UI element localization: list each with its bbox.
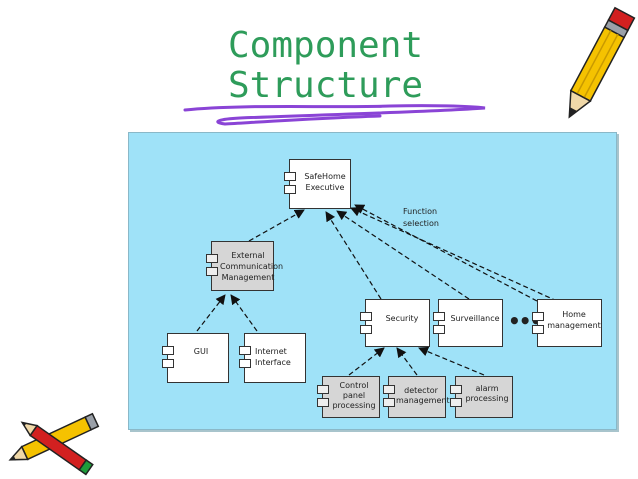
component-port <box>317 398 329 407</box>
component-port <box>383 398 395 407</box>
component-surveillance[interactable]: Surveillance <box>433 299 503 347</box>
component-port <box>284 185 296 194</box>
component-security[interactable]: Security <box>360 299 430 347</box>
component-home-management[interactable]: Home management <box>532 299 602 347</box>
component-label: alarm processing <box>465 384 509 403</box>
component-safehome-executive[interactable]: SafeHome Executive <box>284 159 351 209</box>
dependency-arrows <box>196 204 558 376</box>
pencil-icon <box>568 6 636 119</box>
scribble-underline <box>183 104 486 126</box>
arrow-internet-to-extcomm <box>230 294 258 332</box>
component-port <box>360 312 372 321</box>
component-port <box>433 325 445 334</box>
title-line-2: Structure <box>228 65 424 106</box>
component-port <box>360 325 372 334</box>
arrow-surveillance-to-executive <box>336 210 470 300</box>
function-selection-annotation: Function selection <box>403 207 439 228</box>
arrow-home-to-executive <box>350 207 558 302</box>
arrow-gui-to-extcomm <box>196 294 226 332</box>
component-label: Internet Interface <box>255 347 291 367</box>
component-port <box>239 346 251 355</box>
component-port <box>433 312 445 321</box>
component-port <box>532 325 544 334</box>
component-port <box>450 398 462 407</box>
arrow-detector-to-security <box>396 347 418 376</box>
arrow-control-to-security <box>348 347 385 376</box>
component-port <box>383 385 395 394</box>
component-port <box>162 359 174 368</box>
component-port <box>284 172 296 181</box>
arrow-security-to-executive <box>325 211 382 300</box>
title-line-1: Component <box>228 25 424 66</box>
component-label: detector management <box>396 386 450 405</box>
arrow-extcomm-to-executive <box>248 209 305 242</box>
component-alarm-processing[interactable]: alarm processing <box>450 376 513 418</box>
component-port <box>239 359 251 368</box>
component-port <box>317 385 329 394</box>
component-label: GUI <box>193 347 209 356</box>
component-detector-management[interactable]: detector management <box>383 376 450 418</box>
component-port <box>532 312 544 321</box>
component-port <box>450 385 462 394</box>
component-control-panel-processing[interactable]: Control panel processing <box>317 376 380 418</box>
component-gui[interactable]: GUI <box>162 333 229 383</box>
component-label: SafeHome Executive <box>304 172 346 192</box>
pencil-icon <box>8 412 100 476</box>
component-label: Home management <box>547 310 601 330</box>
component-external-communication-management[interactable]: External Communication Management <box>206 241 284 291</box>
component-port <box>162 346 174 355</box>
arrow-alarm-to-security <box>418 346 485 376</box>
slide-title: Component Structure <box>228 26 423 106</box>
diagram-panel: SafeHome Executive Function selection Ex… <box>128 132 617 430</box>
component-port <box>206 254 218 263</box>
component-label: Security <box>385 314 419 323</box>
component-label: Surveillance <box>450 314 500 323</box>
component-internet-interface[interactable]: Internet Interface <box>239 333 306 383</box>
component-port <box>206 267 218 276</box>
arrow-home-to-executive-2 <box>354 204 538 302</box>
component-label: External Communication Management <box>220 251 284 282</box>
component-label: Control panel processing <box>332 381 376 410</box>
